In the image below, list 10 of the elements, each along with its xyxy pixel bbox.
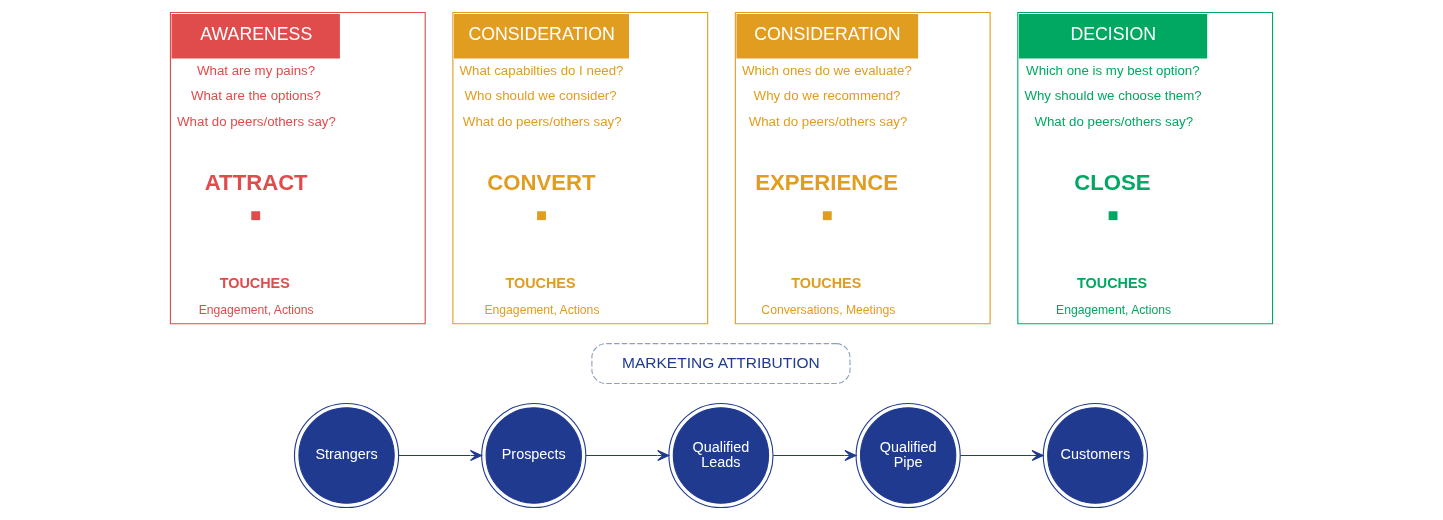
arrow (585, 449, 670, 462)
node-circle: Customers (1042, 402, 1148, 509)
node-circle: Strangers (293, 402, 400, 509)
arrow (959, 449, 1044, 462)
arrow (398, 449, 483, 462)
node-circle: Prospects (481, 402, 587, 509)
arrow (772, 449, 857, 462)
node-circle: Qualified Pipe (855, 402, 961, 509)
node-circle: Qualified Leads (668, 402, 774, 509)
node-box: MARKETING ATTRIBUTION (591, 343, 851, 385)
